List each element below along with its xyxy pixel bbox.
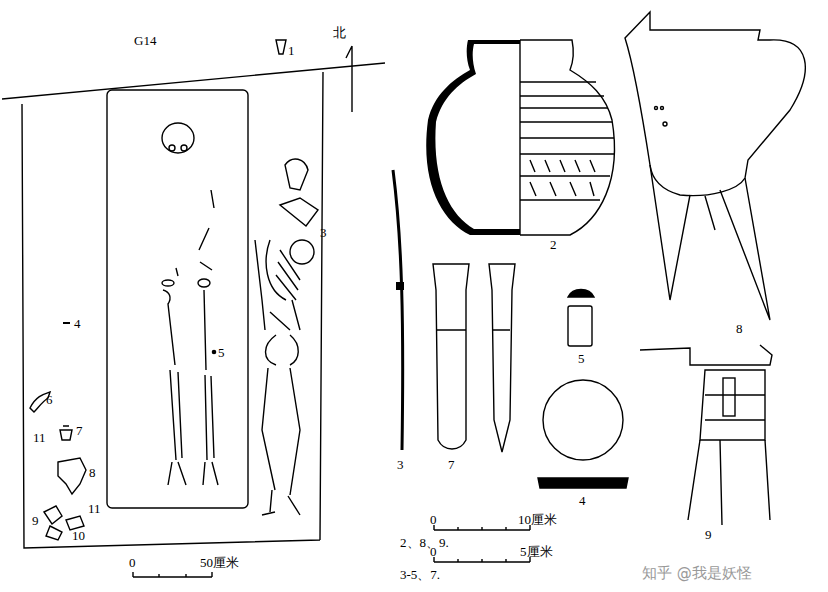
- callout-number: 8: [736, 322, 743, 335]
- callout-number: 4: [579, 494, 586, 507]
- scale-bar: [434, 525, 530, 530]
- scale-label: 0: [430, 545, 437, 558]
- callout-number: 7: [76, 424, 83, 437]
- pot: [426, 40, 614, 235]
- jue-vessel: [625, 12, 805, 320]
- scale-label: 10厘米: [518, 513, 557, 526]
- callout-number: 5: [218, 346, 225, 359]
- bone-rod: [396, 282, 404, 290]
- callout-number: 4: [74, 317, 81, 330]
- scale-label: 5厘米: [520, 545, 553, 558]
- callout-number: 1: [288, 44, 295, 57]
- callout-number: 2: [550, 238, 557, 251]
- artifact: [60, 426, 72, 440]
- jia-vessel: [640, 345, 772, 525]
- callout-number: 7: [448, 458, 455, 471]
- callout-number: 9: [32, 514, 39, 527]
- callout-number: 8: [89, 466, 96, 479]
- callout-number: G14: [134, 34, 156, 47]
- scale-bar: [434, 557, 530, 562]
- callout-number: 11: [33, 431, 46, 444]
- artifact: [63, 322, 70, 324]
- scale-label: 0: [430, 513, 437, 526]
- scale-label: 0: [129, 556, 136, 569]
- compass-label: 北: [333, 26, 346, 39]
- callout-number: 10: [72, 529, 85, 542]
- callout-number: 6: [46, 393, 53, 406]
- scale-bar: [133, 572, 212, 577]
- scale-label: 50厘米: [200, 556, 239, 569]
- pit-outline: [22, 72, 323, 548]
- skeleton: [255, 159, 318, 515]
- disc: [538, 478, 628, 488]
- callout-number: 3: [320, 226, 327, 239]
- callout-number: 9: [705, 528, 712, 541]
- artifact: [568, 306, 592, 346]
- coffin: [107, 90, 248, 508]
- scale-label: 2、8、9.: [400, 536, 449, 549]
- skeleton: [162, 123, 218, 485]
- scale-label: 3-5、7.: [400, 568, 440, 581]
- artifact: [212, 350, 215, 353]
- disc: [543, 380, 623, 460]
- artifact: [58, 458, 86, 494]
- north-arrow: [346, 46, 352, 112]
- artifact: [276, 40, 286, 54]
- chisel: [433, 264, 469, 449]
- ditch-edge: [2, 63, 385, 99]
- artifact: [568, 289, 594, 297]
- callout-number: 11: [88, 502, 101, 515]
- chisel: [489, 264, 515, 452]
- callout-number: 3: [397, 458, 404, 471]
- callout-number: 5: [578, 352, 585, 365]
- watermark: 知乎 @我是妖怪: [642, 566, 752, 581]
- bone-rod: [393, 170, 403, 450]
